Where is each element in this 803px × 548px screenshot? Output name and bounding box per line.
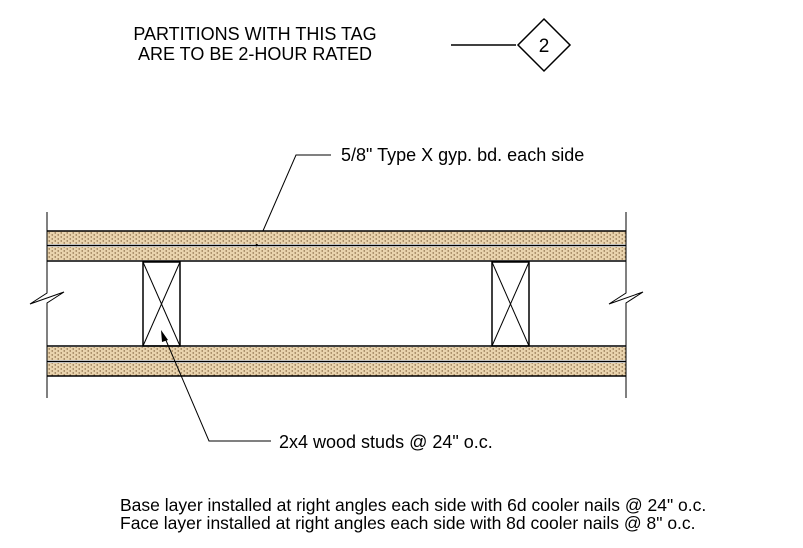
left-break-symbol xyxy=(29,262,65,345)
note-line1: Base layer installed at right angles eac… xyxy=(120,495,706,515)
top-gyp-lines xyxy=(47,230,626,262)
studs-arrowhead xyxy=(161,330,168,342)
studs-leader xyxy=(164,337,271,442)
bottom-gyp-layer-inner xyxy=(47,347,626,360)
right-break-symbol xyxy=(608,262,644,345)
studs-label: 2x4 wood studs @ 24" o.c. xyxy=(279,432,493,452)
gyp-board-leader xyxy=(258,154,331,241)
gyp-board-label: 5/8" Type X gyp. bd. each side xyxy=(341,145,584,165)
note-line2: Face layer installed at right angles eac… xyxy=(120,513,696,533)
tag-number: 2 xyxy=(539,36,550,57)
tag-diamond-icon xyxy=(516,17,572,73)
bottom-gyp-layer-outer xyxy=(47,363,626,376)
tag-note-line1: PARTITIONS WITH THIS TAG xyxy=(133,24,376,44)
tag-note-line2: ARE TO BE 2-HOUR RATED xyxy=(138,44,372,64)
stud-left xyxy=(142,261,181,347)
stud-right xyxy=(491,261,530,347)
top-gyp-layer-outer xyxy=(47,231,626,244)
top-gyp-layer-inner xyxy=(47,247,626,260)
